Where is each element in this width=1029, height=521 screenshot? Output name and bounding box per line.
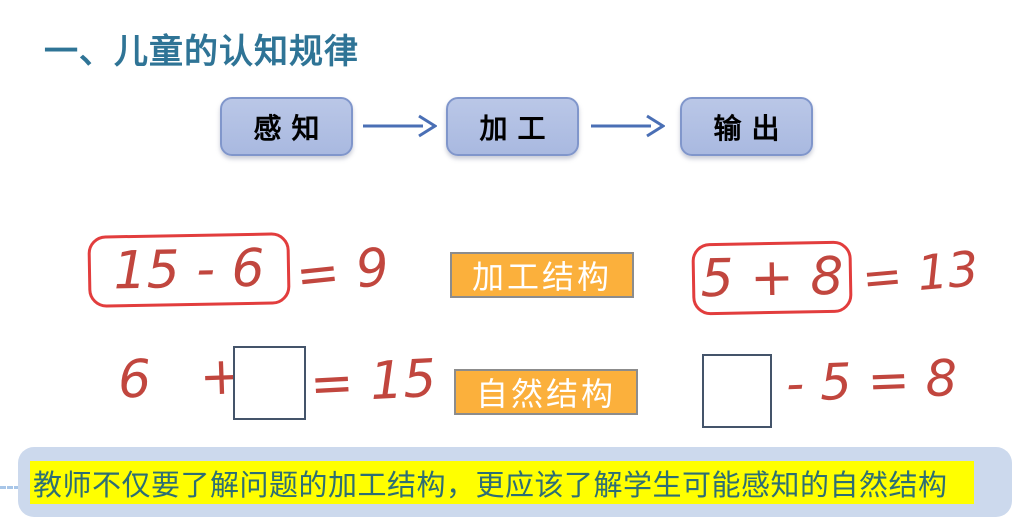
flow-node-label: 感知 xyxy=(253,112,330,144)
callout-text: 教师不仅要了解问题的加工结构，更应该了解学生可能感知的自然结构 xyxy=(33,469,948,502)
callout-connector-line xyxy=(0,486,20,489)
red-circle-annotation: 5 + 8 xyxy=(691,240,853,316)
answer-box xyxy=(233,346,306,420)
red-circle-annotation: 15 - 6 xyxy=(87,232,291,308)
handwritten-expression: 5 + 8 xyxy=(700,246,844,310)
flow-node-perceive: 感知 xyxy=(220,97,353,156)
handwritten-expression: 15 - 6 xyxy=(112,238,266,302)
flow-node-process: 加工 xyxy=(446,97,579,156)
label-natural-structure: 自然结构 xyxy=(454,369,638,415)
label-text: 自然结构 xyxy=(475,376,616,412)
handwritten-expression: = 15 xyxy=(308,348,438,416)
callout-bubble: 教师不仅要了解问题的加工结构，更应该了解学生可能感知的自然结构 xyxy=(18,447,1012,517)
answer-box xyxy=(702,354,772,428)
handwritten-expression: = 13 xyxy=(859,241,981,307)
flow-node-label: 输出 xyxy=(713,112,790,144)
handwritten-expression: = 9 xyxy=(293,237,393,307)
flow-node-label: 加工 xyxy=(479,112,556,144)
handwritten-expression: - 5 = 8 xyxy=(785,349,959,413)
label-text: 加工结构 xyxy=(471,259,612,295)
arrow-right-icon xyxy=(363,114,437,138)
label-processing-structure: 加工结构 xyxy=(450,252,634,298)
highlight-band: 教师不仅要了解问题的加工结构，更应该了解学生可能感知的自然结构 xyxy=(30,461,974,504)
slide-title: 一、儿童的认知规律 xyxy=(44,33,359,71)
flow-node-output: 输出 xyxy=(680,97,813,156)
arrow-right-icon xyxy=(591,114,665,138)
